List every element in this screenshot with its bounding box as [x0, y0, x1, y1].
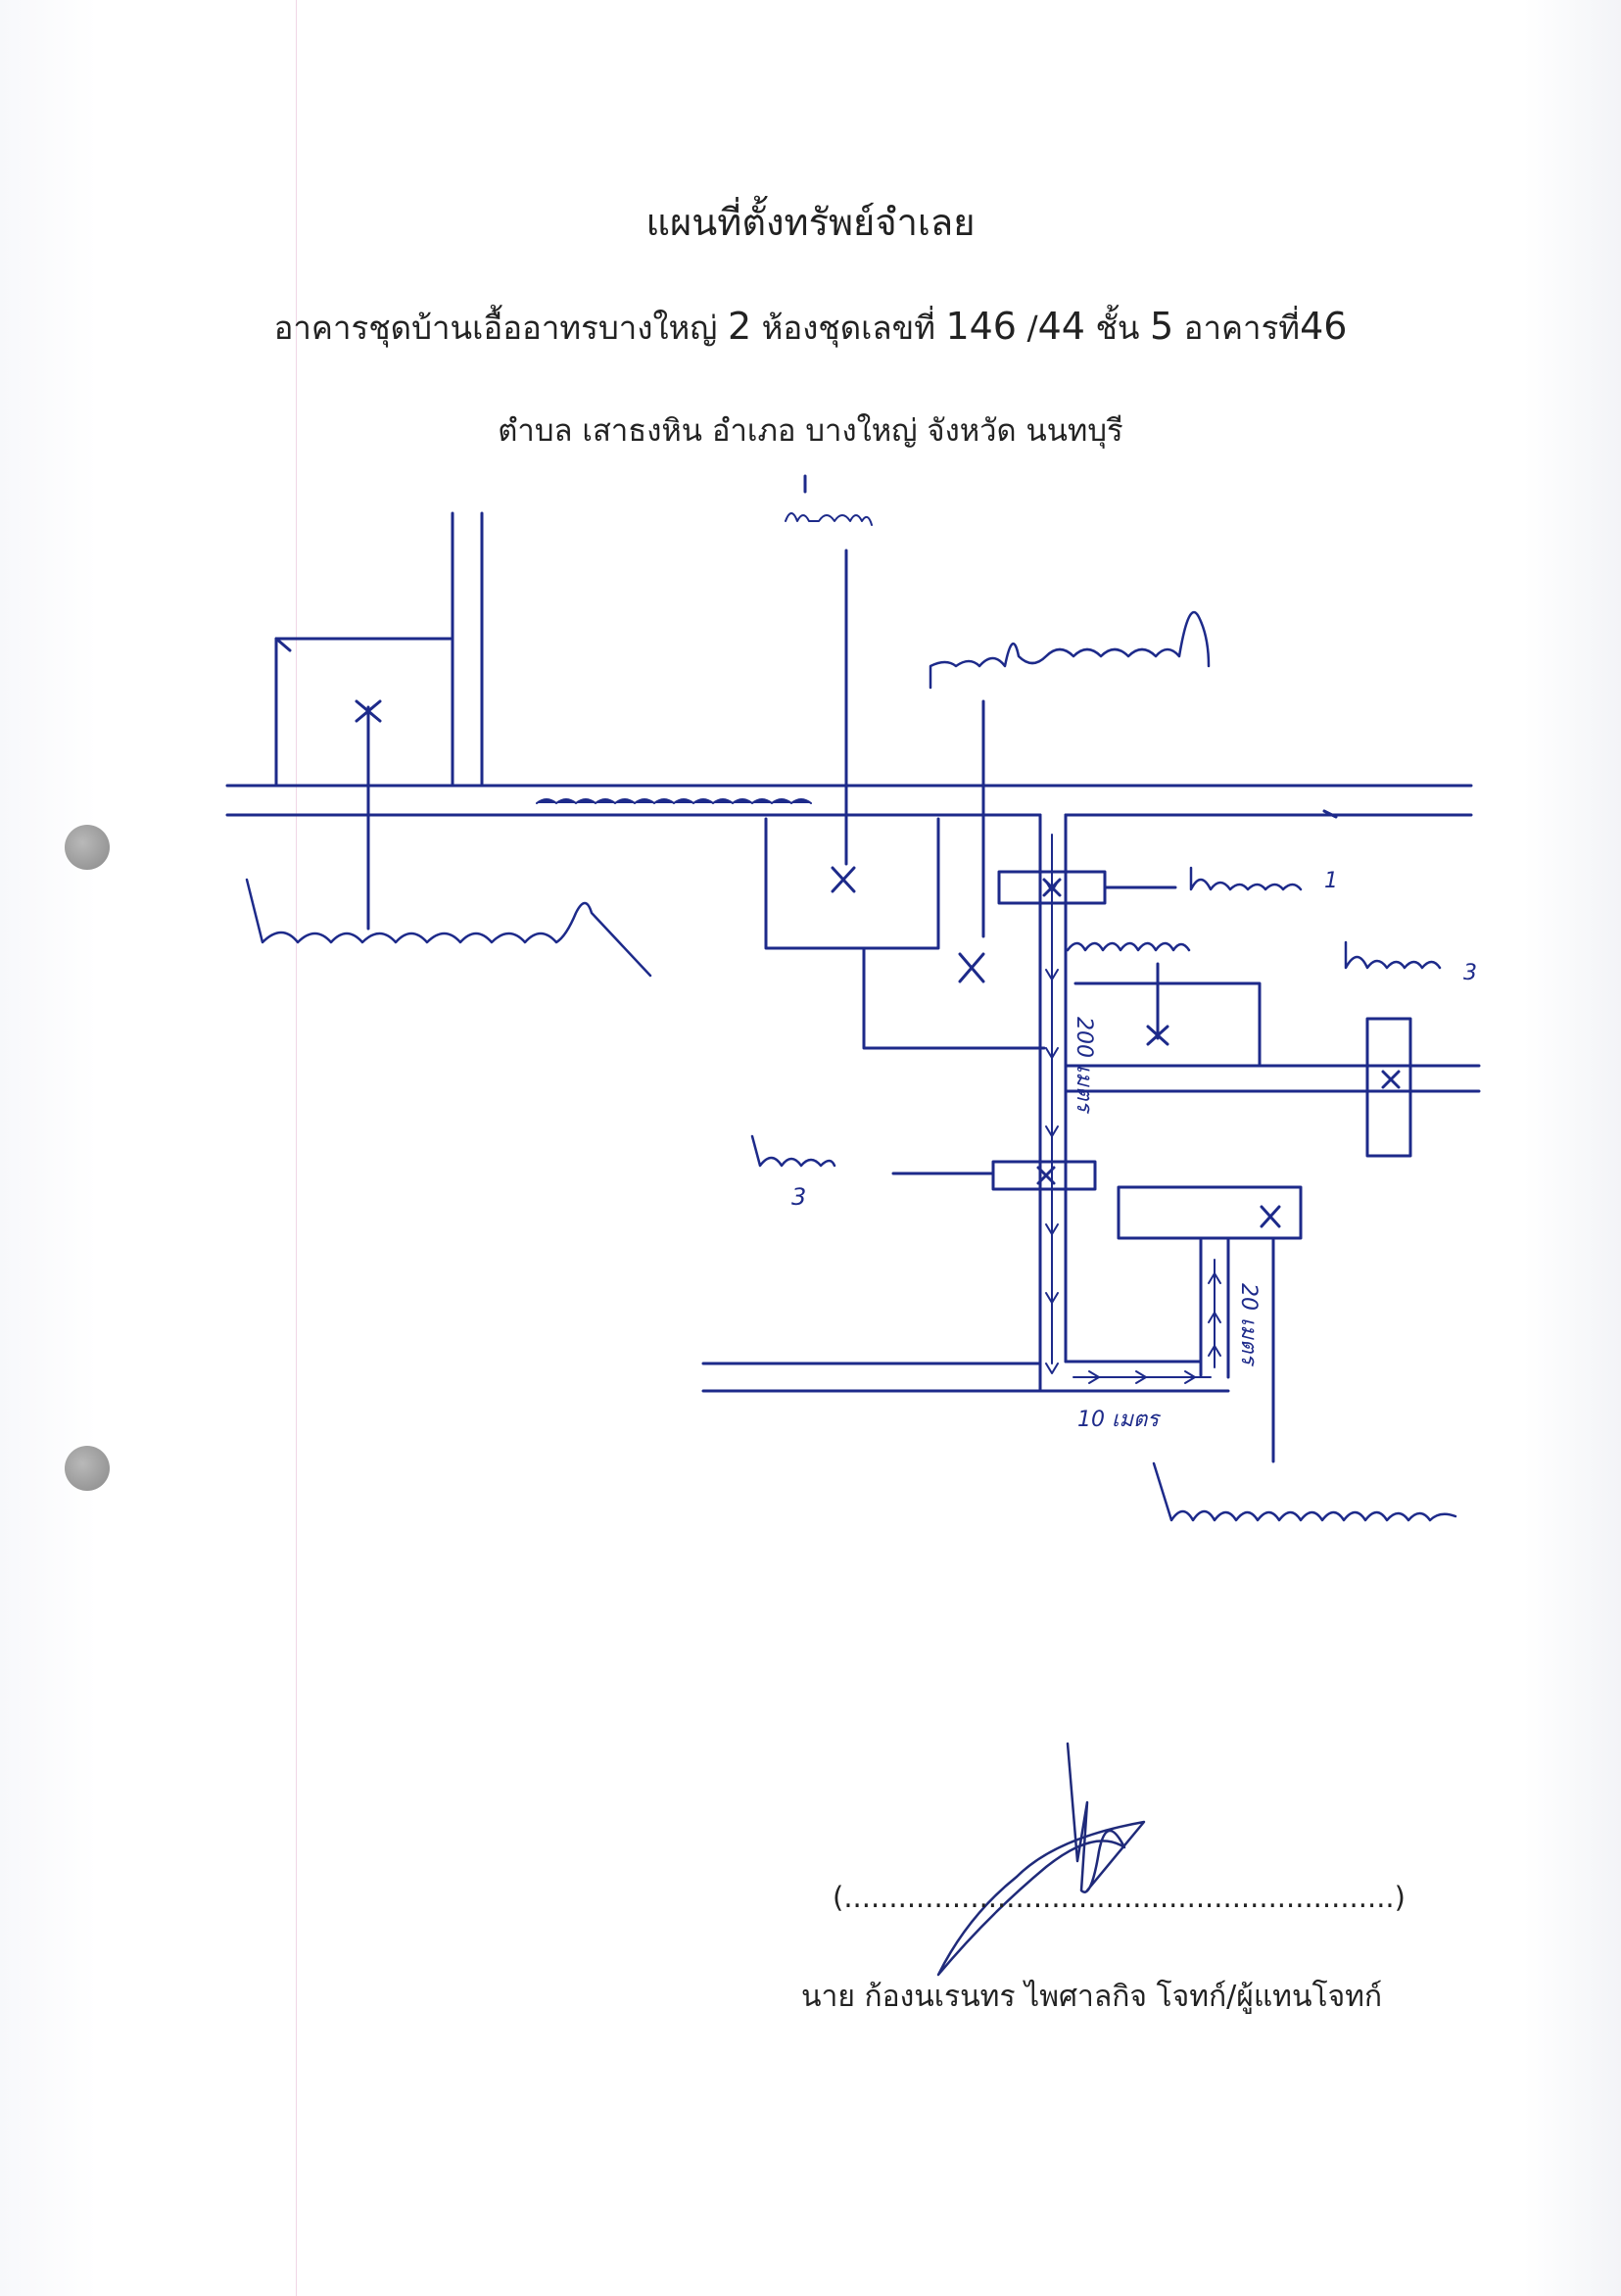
room-slash: / — [1026, 309, 1038, 347]
map-building-tick — [274, 637, 292, 652]
map-x-marker-market — [958, 952, 985, 983]
floor-label: ชั้น — [1095, 309, 1140, 347]
map-checkpoint-3-left-number: 3 — [791, 1183, 806, 1211]
map-target-lane — [1199, 1238, 1230, 1379]
signature-line: (.......................................… — [833, 1881, 1406, 1914]
map-checkpoint-3-right — [1365, 1017, 1412, 1158]
building-label: อาคารที่ — [1183, 309, 1301, 347]
map-building-right-label — [1066, 941, 1191, 952]
map-x-marker-cp1 — [1042, 878, 1062, 897]
map-x-marker-cp3l — [1036, 1166, 1056, 1185]
signature-scribble — [936, 1742, 1146, 1977]
map-route-arrows-right — [1073, 1370, 1212, 1384]
map-checkpoint-3-left-label — [750, 1134, 836, 1168]
map-distance-200: 200 เมตร — [1072, 1017, 1096, 1115]
map-x-marker-target — [1260, 1205, 1281, 1228]
map-x-marker-central — [831, 866, 856, 893]
punch-hole-bottom — [65, 1446, 110, 1491]
signer-name: นาย ก้องนเรนทร ไพศาลกิจ โจทก์/ผู้แทนโจทก… — [801, 1980, 1383, 2014]
map-route-arrows-down — [1045, 834, 1059, 1374]
map-x-marker-cp3r — [1381, 1070, 1401, 1089]
punch-hole-top — [65, 825, 110, 870]
map-target-label — [1152, 1461, 1457, 1522]
map-distance-20: 20 เมตร — [1236, 1283, 1261, 1367]
map-target-building — [1117, 1185, 1303, 1240]
building-line: อาคารชุดบ้านเอื้ออาทรบางใหญ่ 2 ห้องชุดเล… — [0, 302, 1621, 354]
floor-number: 5 — [1149, 305, 1174, 348]
map-checkpoint-1-number: 1 — [1324, 869, 1338, 893]
map-main-road-label — [536, 798, 812, 804]
map-x-marker — [355, 699, 382, 723]
map-road-left-vertical — [451, 511, 484, 786]
location-line: ตำบล เสาธงหิน อำเภอ บางใหญ่ จังหวัด นนทบ… — [498, 413, 1123, 449]
document-title: แผนที่ตั้งทรัพย์จำเลย — [645, 201, 976, 244]
map-checkpoint-1-label — [1189, 866, 1303, 891]
room-label: ห้องชุดเลขที่ — [761, 309, 935, 347]
map-bottom-road — [701, 1360, 1230, 1393]
map-checkpoint-3-right-label — [1344, 940, 1442, 970]
map-distance-10: 10 เมตร — [1077, 1408, 1162, 1432]
map-vertical-road — [1038, 813, 1068, 1393]
map-side-road-right — [1064, 1064, 1481, 1093]
building-number: 2 — [727, 305, 752, 348]
map-building-central-lower — [862, 946, 1046, 1050]
map-route-arrows-up — [1208, 1259, 1221, 1368]
room-number-b: 44 — [1037, 305, 1085, 348]
map-building-central — [764, 817, 940, 950]
room-number-a: 146 — [945, 305, 1017, 348]
map-building-right — [1073, 981, 1262, 1066]
map-building-top-left — [274, 637, 453, 786]
map-north-label — [785, 512, 873, 526]
page-margin-line — [296, 0, 297, 2296]
map-checkpoint-3-left — [991, 1160, 1097, 1191]
map-market-label — [929, 610, 1211, 690]
building-no: 46 — [1300, 305, 1348, 348]
map-checkpoint-3-right-number: 3 — [1463, 961, 1477, 985]
map-handwritten-label-left — [245, 878, 652, 978]
map-main-road — [225, 784, 1473, 819]
map-x-marker-right — [1146, 1025, 1169, 1046]
building-prefix: อาคารชุดบ้านเอื้ออาทรบางใหญ่ — [273, 309, 718, 347]
